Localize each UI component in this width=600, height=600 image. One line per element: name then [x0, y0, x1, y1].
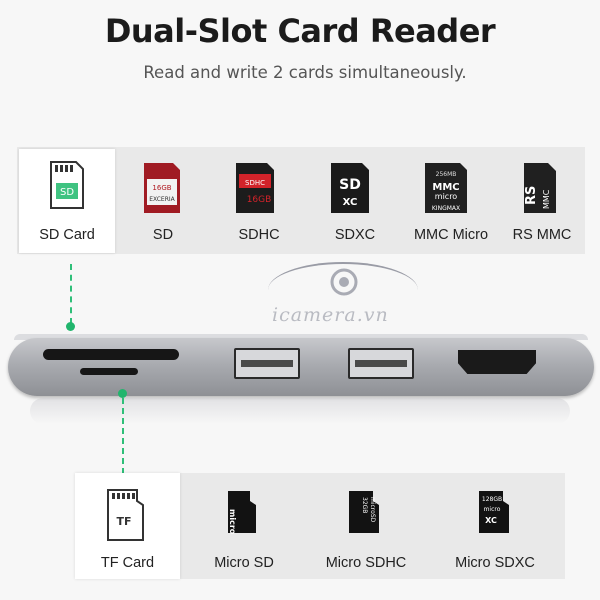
- card-label-sdxc: SDXC: [334, 227, 376, 243]
- sd-item: 16GB EXCERIA SD: [115, 149, 211, 253]
- card-label-micro-sdhc: Micro SDHC: [325, 555, 407, 571]
- rs-mmc-card-icon: RS MMC: [524, 163, 556, 213]
- svg-text:256MB: 256MB: [436, 171, 457, 178]
- card-label-sdhc: SDHC: [238, 227, 280, 243]
- svg-text:16GB: 16GB: [247, 195, 272, 205]
- watermark-text: icamera.vn: [272, 304, 389, 326]
- page-subtitle: Read and write 2 cards simultaneously.: [143, 63, 467, 82]
- tf-card-outline-icon: TF: [107, 489, 144, 541]
- mmc-micro-card-icon: 256MB MMC micro KINGMAX: [425, 163, 467, 213]
- sd-guide-line: [70, 264, 72, 324]
- svg-text:KINGMAX: KINGMAX: [432, 205, 460, 212]
- usb-port-1-tongue: [241, 360, 293, 367]
- camera-aperture-icon: [330, 268, 358, 296]
- mmc-micro-item: 256MB MMC micro KINGMAX MMC Micro: [403, 149, 499, 253]
- svg-text:micro: micro: [484, 506, 501, 513]
- watermark-arc: [268, 262, 418, 290]
- device-reflection: [30, 398, 570, 424]
- svg-text:32GB: 32GB: [361, 497, 368, 513]
- hdmi-port: [458, 350, 536, 374]
- card-label-micro-sd: Micro SD: [214, 555, 274, 571]
- usb-port-2-tongue: [355, 360, 407, 367]
- sd-card-item: SD SD Card: [19, 149, 115, 253]
- svg-text:RS: RS: [524, 186, 539, 205]
- card-label-tf-card: TF Card: [100, 555, 155, 571]
- tf-guide-line: [122, 398, 124, 474]
- card-label-micro-sdxc: Micro SDXC: [455, 555, 535, 571]
- sd-card-icon: 16GB EXCERIA: [144, 163, 180, 213]
- sdxc-card-icon: SD XC: [331, 163, 369, 213]
- svg-text:SD: SD: [339, 177, 361, 193]
- sd-card-slot: [43, 349, 179, 360]
- device-top-edge: [14, 334, 588, 340]
- sd-guide-dot: [66, 322, 75, 331]
- tf-guide-dot: [118, 389, 127, 398]
- svg-text:SDHC: SDHC: [245, 179, 265, 187]
- svg-text:micro: micro: [228, 509, 237, 535]
- usb-port-2: [348, 348, 414, 379]
- sdxc-item: SD XC SDXC: [307, 149, 403, 253]
- card-label-mmc-micro: MMC Micro: [413, 227, 489, 243]
- page-title: Dual-Slot Card Reader: [104, 12, 496, 50]
- card-label-sd: SD: [152, 227, 174, 243]
- svg-text:XC: XC: [485, 516, 497, 525]
- tf-card-slot: [80, 368, 138, 375]
- micro-sd-item: micro Micro SD: [188, 473, 300, 579]
- usb-port-1: [234, 348, 300, 379]
- tf-card-item: TF TF Card: [75, 473, 180, 579]
- sd-outline-text: SD: [60, 187, 74, 198]
- svg-text:micro: micro: [435, 192, 458, 201]
- micro-sd-card-icon: micro: [228, 491, 256, 535]
- svg-text:XC: XC: [343, 197, 358, 208]
- svg-text:microSD: microSD: [369, 497, 376, 523]
- svg-text:16GB: 16GB: [152, 184, 171, 192]
- svg-text:MMC: MMC: [432, 182, 459, 193]
- sdhc-card-icon: SDHC 16GB: [236, 163, 274, 213]
- micro-sdxc-card-icon: 128GB micro XC: [479, 491, 509, 533]
- svg-text:128GB: 128GB: [482, 496, 502, 503]
- card-label-rs-mmc: RS MMC: [512, 227, 572, 243]
- svg-text:EXCERIA: EXCERIA: [149, 196, 175, 203]
- svg-text:MMC: MMC: [542, 189, 551, 209]
- tf-outline-text: TF: [116, 515, 131, 528]
- card-label-sd-card: SD Card: [39, 227, 95, 243]
- micro-sdhc-item: 32GB microSD Micro SDHC: [305, 473, 427, 579]
- sd-card-outline-icon: SD: [50, 161, 84, 209]
- sdhc-item: SDHC 16GB SDHC: [211, 149, 307, 253]
- micro-sdhc-card-icon: 32GB microSD: [349, 491, 379, 533]
- rs-mmc-item: RS MMC RS MMC: [499, 149, 585, 253]
- micro-sdxc-item: 128GB micro XC Micro SDXC: [430, 473, 560, 579]
